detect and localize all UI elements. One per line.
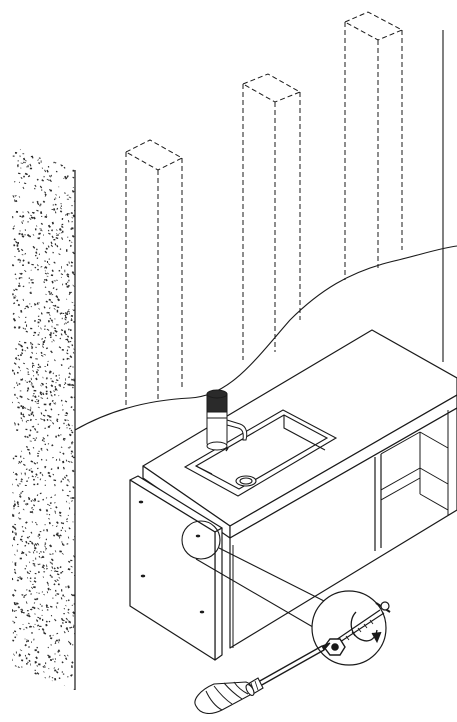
stud-1 — [124, 139, 184, 408]
wall-outline — [74, 30, 457, 431]
drain — [235, 475, 257, 487]
side-panel — [129, 475, 223, 661]
open-shelf — [380, 410, 449, 515]
panel-screws — [138, 500, 205, 614]
screw-icon — [335, 601, 391, 643]
stone-wall — [12, 145, 76, 690]
cabinet-front — [229, 407, 457, 649]
stud-3 — [343, 11, 404, 280]
rotation-arrow-icon — [350, 611, 382, 644]
detail-marker — [181, 520, 329, 631]
faucet — [206, 389, 248, 451]
detail-zoom — [311, 590, 391, 666]
sink-basin — [183, 409, 338, 497]
screwdriver-icon — [194, 642, 331, 715]
stud-2 — [241, 73, 302, 360]
wall-studs — [124, 11, 404, 408]
